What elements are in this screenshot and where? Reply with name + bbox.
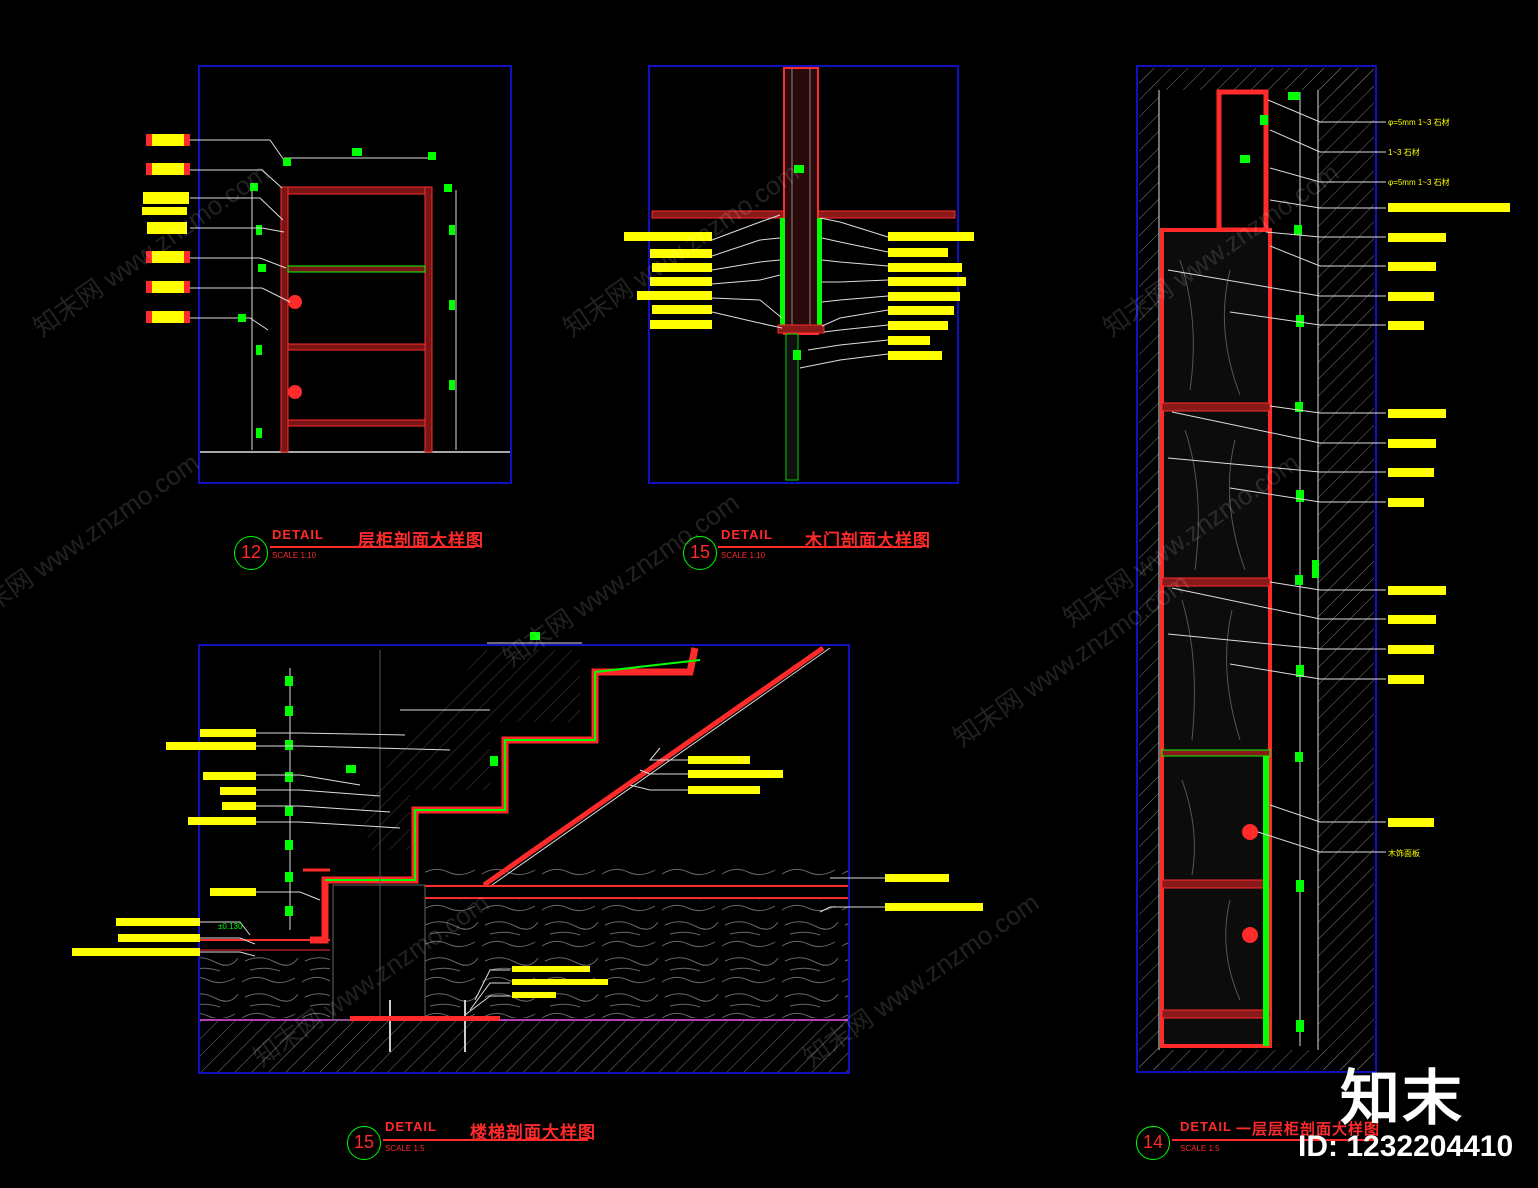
- cabinet-note-3: φ=5mm 1~3 石材: [1388, 178, 1450, 187]
- cabinet-bottom-note: 木饰面板: [1388, 849, 1420, 858]
- detail-12-drawing: [142, 65, 512, 484]
- elevation-mark: ±0.130: [218, 922, 243, 931]
- detail-15b-marker: 15: [347, 1126, 381, 1160]
- detail-15a-prefix: DETAIL: [721, 527, 773, 542]
- detail-15a-marker: 15: [683, 536, 717, 570]
- detail-15b-prefix: DETAIL: [385, 1119, 437, 1134]
- detail-15b-scale: SCALE 1:5: [385, 1144, 425, 1153]
- detail-15a-number: 15: [690, 542, 711, 562]
- cabinet-note-2: 1~3 石材: [1388, 148, 1420, 157]
- detail-14-drawing: [1136, 65, 1510, 1073]
- detail-12-prefix: DETAIL: [272, 527, 324, 542]
- detail-15a-scale: SCALE 1:10: [721, 551, 766, 560]
- brand-logo: 知末: [1340, 1065, 1464, 1132]
- asset-id: ID: 1232204410: [1298, 1130, 1514, 1163]
- cabinet-note-1: φ=5mm 1~3 石材: [1388, 118, 1450, 127]
- detail-12-scale: SCALE 1:10: [272, 551, 317, 560]
- detail-14-prefix: DETAIL: [1180, 1119, 1232, 1134]
- detail-15a-title: 木门剖面大样图: [805, 531, 931, 550]
- title-underlines: [270, 546, 1376, 1141]
- detail-15a-drawing: [624, 65, 974, 484]
- detail-14-number: 14: [1143, 1132, 1164, 1152]
- detail-12-title: 层柜剖面大样图: [358, 531, 484, 550]
- detail-12-marker: 12: [234, 536, 268, 570]
- detail-12-number: 12: [241, 542, 262, 562]
- detail-15b-title: 楼梯剖面大样图: [470, 1123, 596, 1142]
- detail-15b-number: 15: [354, 1132, 375, 1152]
- detail-14-scale: SCALE 1:5: [1180, 1144, 1220, 1153]
- detail-14-marker: 14: [1136, 1126, 1170, 1160]
- detail-14-title: 一层层柜剖面大样图: [1236, 1121, 1381, 1138]
- detail-15b-drawing: [72, 632, 983, 1074]
